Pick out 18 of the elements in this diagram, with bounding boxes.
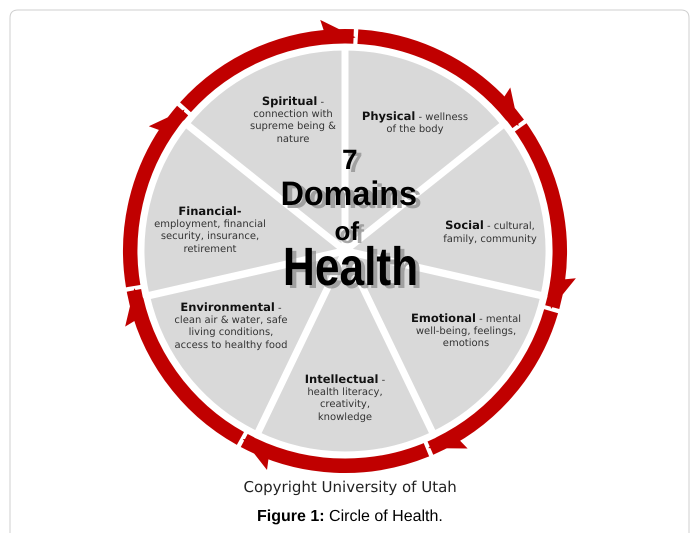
domain-description: Intellectual - health literacy, creativity, knowledge xyxy=(304,372,386,424)
domain-description: Environmental - clean air & water, safe living conditions, access to healthy food xyxy=(173,300,289,352)
domain-description: Financial- employment, financial security, insurance, retirement xyxy=(154,204,266,256)
curved-arrow xyxy=(180,22,356,114)
domain-description: Physical - wellness of the body xyxy=(360,108,470,136)
heading-text: Domains xyxy=(280,177,417,211)
domain-description: Social - cultural, family, community xyxy=(442,218,538,246)
figure-caption: Figure 1: Circle of Health. xyxy=(257,508,443,526)
curved-arrow xyxy=(426,308,558,454)
curved-arrow xyxy=(513,124,574,309)
curved-arrow xyxy=(126,288,246,445)
curved-arrow xyxy=(241,432,429,473)
domain-description: Emotional - mental well-being, feelings, emotions xyxy=(411,311,521,351)
curved-arrow xyxy=(123,106,190,287)
curved-arrow xyxy=(356,29,524,130)
domain-description: Spiritual - connection with supreme being & nature xyxy=(249,94,337,146)
heading-text: 7 xyxy=(342,146,358,174)
copyright-note: Copyright University of Utah xyxy=(244,480,457,494)
